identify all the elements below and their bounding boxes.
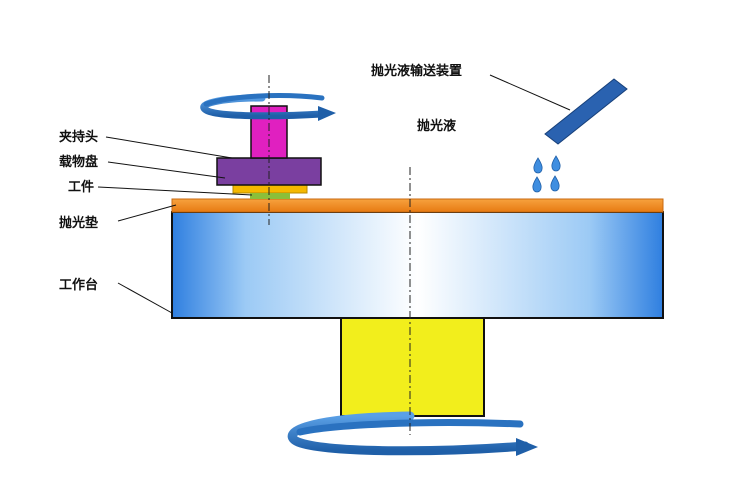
table-rotation-arrow-icon [287, 411, 538, 456]
leader-table [117, 282, 173, 314]
leader-pad [117, 204, 177, 222]
label-workpiece: 工件 [68, 179, 94, 195]
leader-chuck [105, 136, 233, 159]
table-spindle [340, 317, 485, 417]
label-pad: 抛光垫 [59, 215, 98, 231]
label-chuck: 夹持头 [59, 129, 98, 145]
leader-carrier [107, 161, 226, 179]
droplet-icon [532, 176, 542, 193]
label-slurry-feeder: 抛光液输送装置 [371, 63, 462, 79]
leader-slurry-feeder [489, 74, 571, 111]
leader-workpiece [97, 186, 253, 196]
droplet-icon [550, 175, 560, 192]
droplet-icon [533, 157, 543, 174]
chuck-rotation-arrow-icon [200, 93, 336, 121]
slurry-feeder [544, 78, 628, 145]
droplet-icon [551, 155, 561, 172]
workpiece [250, 193, 290, 199]
label-slurry: 抛光液 [417, 118, 456, 134]
polishing-pad [171, 198, 664, 213]
label-table: 工作台 [59, 277, 98, 293]
work-table [171, 211, 664, 319]
label-carrier: 载物盘 [59, 154, 98, 170]
slurry-droplets [532, 155, 561, 193]
workpiece-base [232, 184, 308, 194]
